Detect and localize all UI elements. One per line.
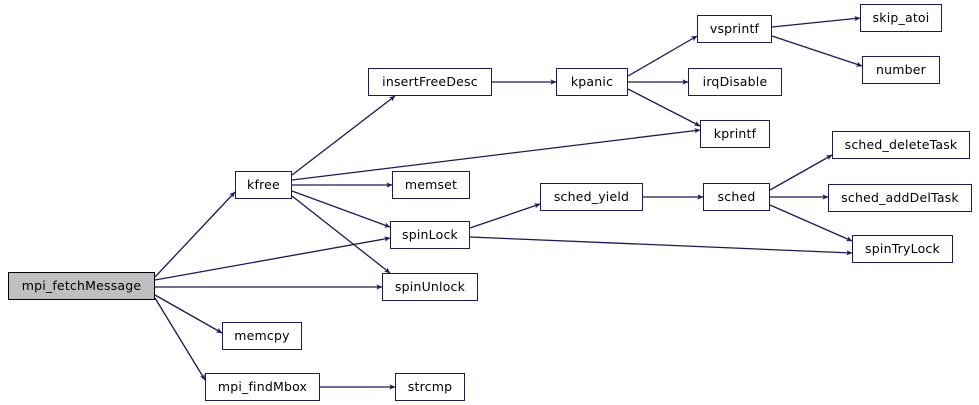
node-spinTryLock[interactable]: spinTryLock [852, 235, 953, 263]
edge-kfree-to-spinLock [291, 190, 391, 228]
edge-mpi_fetchMessage-to-memcpy [154, 294, 223, 334]
node-spinLock[interactable]: spinLock [390, 221, 470, 249]
node-label: memset [404, 176, 458, 192]
edge-kfree-to-spinUnlock [291, 195, 391, 274]
edge-mpi_fetchMessage-to-spinLock [154, 236, 391, 281]
node-label: irqDisable [702, 73, 768, 89]
node-label: kfree [247, 176, 280, 192]
node-label: skip_atoi [872, 9, 930, 25]
node-label: sched_addDelTask [841, 189, 959, 205]
edge-spinLock-to-spinTryLock [469, 236, 853, 256]
node-kfree[interactable]: kfree [235, 171, 292, 199]
node-strcmp[interactable]: strcmp [395, 373, 465, 401]
node-memcpy[interactable]: memcpy [222, 322, 302, 350]
node-irqDisable[interactable]: irqDisable [688, 68, 782, 96]
node-insertFreeDesc[interactable]: insertFreeDesc [368, 68, 492, 96]
node-memset[interactable]: memset [392, 171, 470, 199]
node-label: strcmp [407, 378, 453, 394]
edge-kfree-to-kprintf [291, 128, 701, 181]
node-label: number [876, 61, 926, 77]
edge-vsprintf-to-number [771, 35, 863, 67]
edge-sched-to-sched_deleteTask [769, 154, 833, 191]
node-sched[interactable]: sched [703, 183, 770, 211]
node-kpanic[interactable]: kpanic [556, 68, 628, 96]
node-label: sched_yield [553, 188, 630, 204]
node-sched_deleteTask[interactable]: sched_deleteTask [832, 131, 970, 159]
node-label: insertFreeDesc [382, 73, 478, 89]
node-label: spinUnlock [394, 278, 466, 294]
node-label: spinTryLock [865, 240, 940, 256]
node-sched_yield[interactable]: sched_yield [540, 183, 643, 211]
node-label: kprintf [713, 125, 757, 141]
node-label: memcpy [234, 327, 290, 343]
node-skip_atoi[interactable]: skip_atoi [860, 4, 942, 32]
edge-mpi_fetchMessage-to-kfree [154, 191, 236, 278]
node-kprintf[interactable]: kprintf [700, 120, 770, 148]
node-mpi_findMbox[interactable]: mpi_findMbox [205, 373, 320, 401]
node-sched_addDelTask[interactable]: sched_addDelTask [828, 184, 972, 212]
edge-mpi_fetchMessage-to-mpi_findMbox [154, 297, 206, 381]
node-label: mpi_findMbox [217, 378, 308, 394]
node-label: sched_deleteTask [844, 136, 958, 152]
node-label: spinLock [402, 226, 458, 242]
node-number[interactable]: number [862, 56, 940, 84]
node-mpi_fetchMessage[interactable]: mpi_fetchMessage [8, 272, 155, 300]
node-label: sched [717, 188, 756, 204]
node-label: vsprintf [709, 20, 760, 36]
edge-kpanic-to-vsprintf [627, 35, 698, 77]
node-vsprintf[interactable]: vsprintf [697, 15, 772, 43]
node-spinUnlock[interactable]: spinUnlock [382, 273, 478, 301]
node-label: kpanic [570, 73, 614, 89]
edge-spinLock-to-sched_yield [469, 203, 541, 229]
node-label: mpi_fetchMessage [21, 277, 142, 293]
edge-vsprintf-to-skip_atoi [771, 15, 861, 28]
edge-kfree-to-insertFreeDesc [291, 95, 396, 176]
